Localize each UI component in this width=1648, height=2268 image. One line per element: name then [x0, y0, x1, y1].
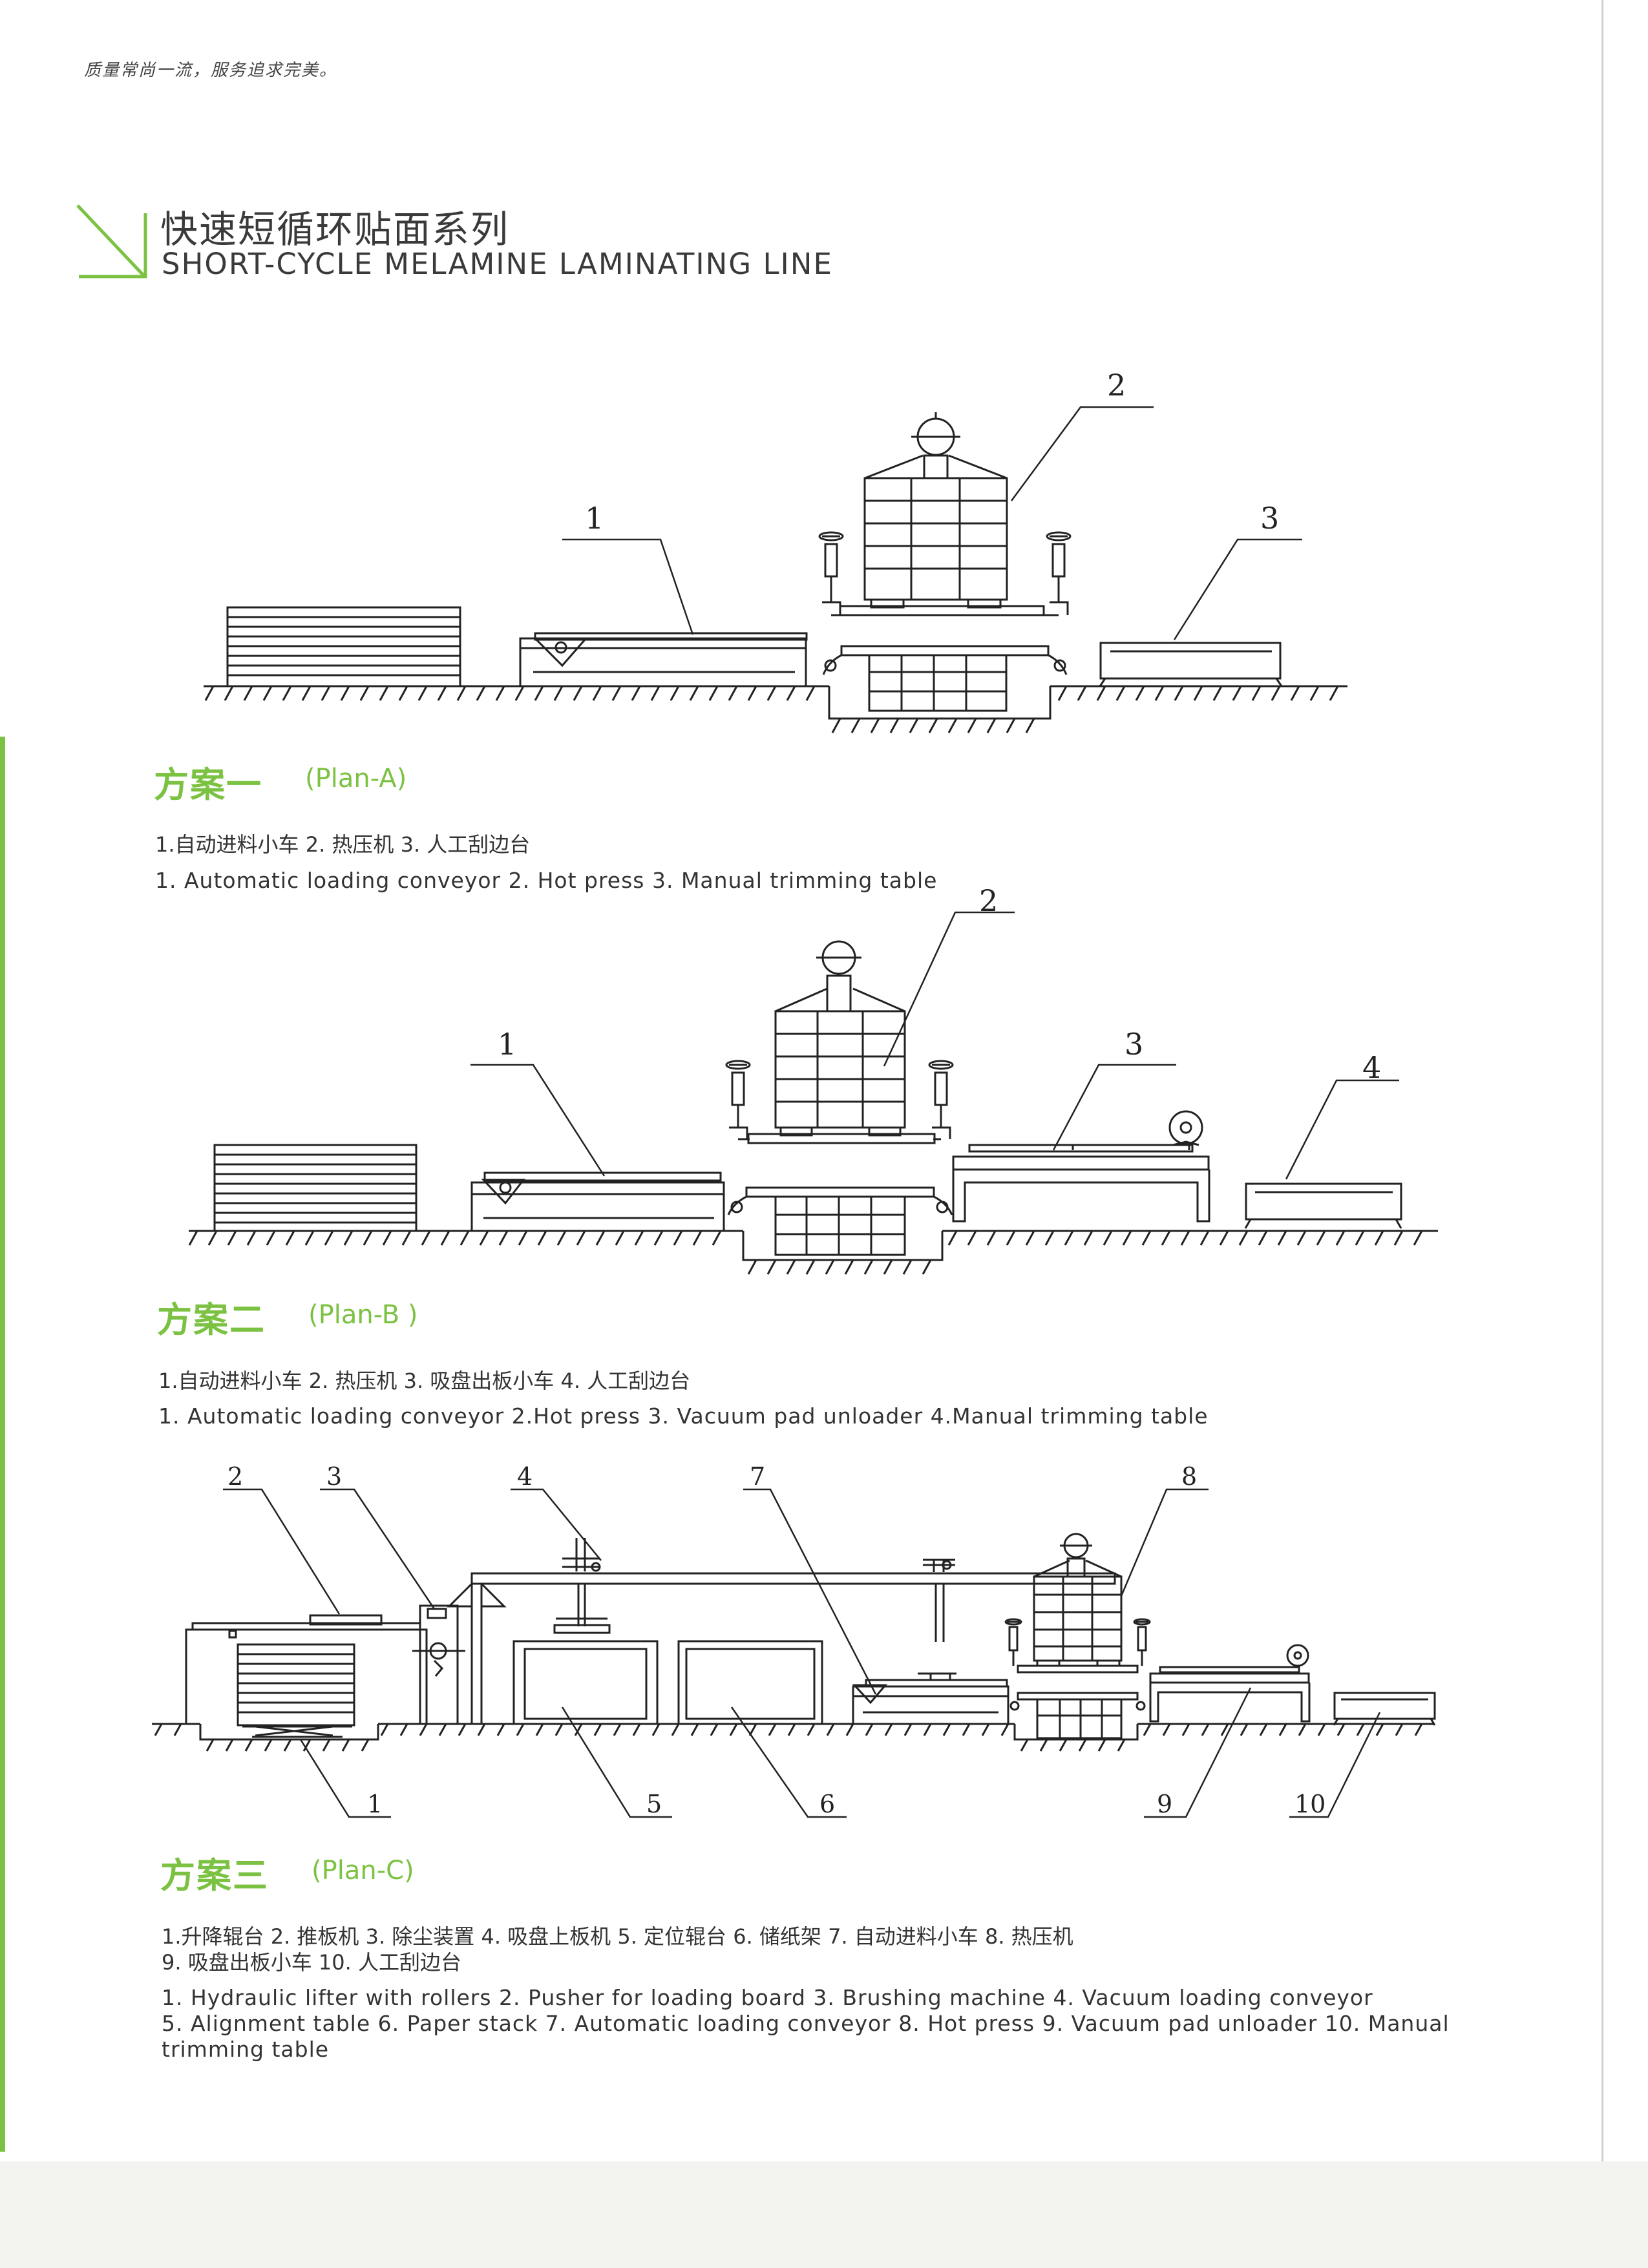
page-title-en: SHORT-CYCLE MELAMINE LAMINATING LINE [162, 247, 833, 281]
plan-a-caption-cn: 1.自动进料小车 2. 热压机 3. 人工刮边台 [155, 832, 531, 857]
plan-a-callout-3: 3 [1260, 501, 1279, 536]
plan-b-callout-3: 3 [1125, 1027, 1143, 1062]
plan-a-callout-1: 1 [585, 501, 604, 536]
plan-b-caption-cn: 1.自动进料小车 2. 热压机 3. 吸盘出板小车 4. 人工刮边台 [158, 1369, 691, 1393]
plan-c-callout-4: 4 [517, 1462, 533, 1491]
page-bottom-band [0, 2161, 1648, 2268]
plan-b-loading-conveyor [470, 1171, 725, 1232]
page-title-cn: 快速短循环贴面系列 [160, 207, 510, 251]
plan-c-callout-8: 8 [1181, 1462, 1197, 1491]
plan-c-hydraulic-lifter [237, 1643, 355, 1738]
plan-a-loading-conveyor [519, 632, 808, 688]
plan-c-callout-7: 7 [750, 1462, 765, 1491]
plan-c-alignment-table [512, 1640, 659, 1725]
plan-c-caption-en-line3: trimming table [162, 2037, 330, 2062]
plan-a-trimming-table [1099, 642, 1283, 687]
plan-c-paper-stack [677, 1640, 823, 1725]
plan-c-title-cn: 方案三 [160, 1855, 269, 1896]
plan-b-title-cn: 方案二 [157, 1299, 266, 1340]
plan-c-title-en: (Plan-C) [312, 1856, 414, 1885]
plan-c-brushing-machine [412, 1604, 465, 1725]
plan-c-callout-9: 9 [1157, 1790, 1172, 1818]
plan-c-loading-conveyor [852, 1679, 1009, 1725]
plan-c-vacuum-loading [553, 1538, 611, 1634]
plan-c-callout-5: 5 [646, 1790, 662, 1818]
plan-c-trimming-table [1333, 1692, 1436, 1726]
title-arrow-icon [76, 204, 147, 278]
plan-b-caption-en: 1. Automatic loading conveyor 2.Hot pres… [158, 1403, 1209, 1429]
plan-a-callout-2: 2 [1107, 368, 1126, 403]
plan-c-callout-10: 10 [1294, 1790, 1326, 1818]
plan-b-trimming-table [1244, 1182, 1402, 1229]
plan-c-caption-cn-line1: 1.升降辊台 2. 推板机 3. 除尘装置 4. 吸盘上板机 5. 定位辊台 6… [162, 1924, 1073, 1949]
plan-b-callout-leaders [470, 911, 1399, 1180]
plan-c-caption-en-line2: 5. Alignment table 6. Paper stack 7. Aut… [162, 2011, 1450, 2036]
plan-c-gantry [447, 1572, 1116, 1724]
plan-a-callout-leaders [562, 406, 1302, 640]
plan-c-callout-1: 1 [367, 1790, 383, 1818]
plan-c-callout-3: 3 [326, 1462, 342, 1491]
plan-c-callout-2: 2 [227, 1462, 243, 1491]
plan-b-vacuum-unloader [952, 1110, 1210, 1223]
plan-a-hot-press [818, 412, 1072, 712]
plan-c-hot-press [1004, 1533, 1151, 1739]
plan-c-vacuum-unloader [1149, 1644, 1311, 1723]
plan-a-title-cn: 方案一 [154, 764, 262, 805]
plan-a-caption-en: 1. Automatic loading conveyor 2. Hot pre… [155, 868, 938, 893]
plan-b-callout-1: 1 [498, 1027, 516, 1062]
plan-b-callout-2: 2 [979, 883, 998, 918]
plan-b-hot-press [725, 940, 954, 1256]
plan-c-callout-6: 6 [819, 1790, 835, 1818]
plan-c-callout-leaders [223, 1488, 1381, 1818]
green-side-rule [0, 737, 5, 2152]
page-edge [1601, 0, 1603, 2184]
plan-a-title-en: (Plan-A) [305, 764, 407, 793]
plan-b-board-stack [213, 1144, 417, 1232]
plan-a-board-stack [226, 606, 461, 688]
plan-c-caption-en-line1: 1. Hydraulic lifter with rollers 2. Push… [162, 1985, 1373, 2010]
header-slogan: 质量常尚一流，服务追求完美。 [84, 61, 338, 80]
plan-b-callout-4: 4 [1362, 1050, 1381, 1085]
plan-b-title-en: (Plan-B ) [308, 1300, 418, 1330]
plan-c-caption-cn-line2: 9. 吸盘出板小车 10. 人工刮边台 [162, 1950, 461, 1975]
